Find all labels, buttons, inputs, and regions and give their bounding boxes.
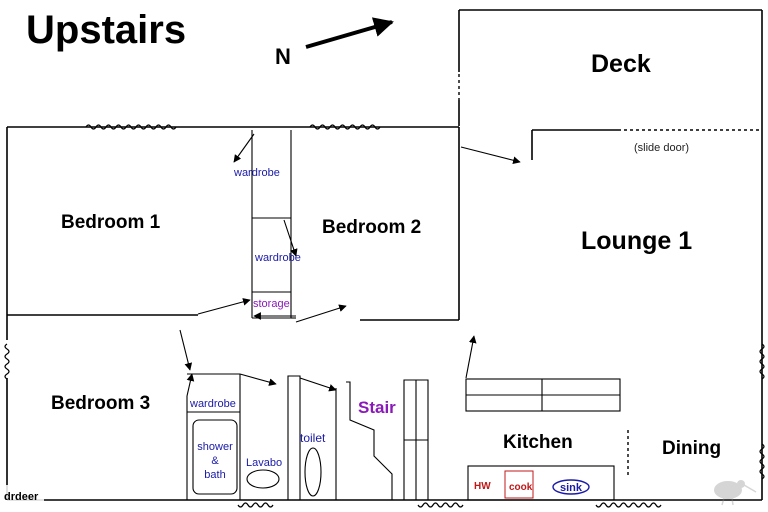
outer-walls bbox=[6, 126, 763, 501]
shower-label-line-2: & bbox=[211, 455, 219, 467]
wardrobe-label-1: wardrobe bbox=[233, 167, 280, 179]
arrow-icon bbox=[179, 329, 193, 371]
sink-icon bbox=[552, 479, 590, 495]
stair-label: Stair bbox=[358, 398, 396, 417]
lavabo-icon bbox=[246, 469, 280, 489]
windows bbox=[4, 124, 765, 508]
lavabo-label: Lavabo bbox=[246, 457, 282, 469]
room-label-dining: Dining bbox=[662, 438, 721, 459]
shower-label-line-1: shower bbox=[197, 441, 233, 453]
arrow-icon bbox=[186, 373, 195, 397]
kiwi-logo-icon bbox=[714, 480, 757, 506]
arrow-icon bbox=[197, 298, 251, 315]
storage-label: storage bbox=[253, 298, 290, 310]
toilet-label: toilet bbox=[300, 431, 326, 445]
toilet-icon bbox=[304, 447, 322, 497]
room-label-bedroom-3: Bedroom 3 bbox=[51, 393, 150, 414]
arrow-icon bbox=[299, 377, 337, 392]
north-arrow-icon bbox=[305, 17, 394, 49]
wardrobe-label-3: wardrobe bbox=[189, 398, 236, 410]
slide-door-label: (slide door) bbox=[634, 142, 689, 154]
bathtub-icon bbox=[192, 419, 238, 495]
cook-label: cook bbox=[509, 482, 533, 493]
room-label-bedroom-2: Bedroom 2 bbox=[322, 217, 421, 238]
kitchen-bench-bottom bbox=[467, 465, 615, 501]
shower-label-line-3: bath bbox=[204, 469, 225, 481]
sink-label: sink bbox=[560, 482, 583, 494]
room-label-lounge-1: Lounge 1 bbox=[581, 227, 692, 255]
door-arrows bbox=[179, 133, 521, 397]
deck-outline bbox=[458, 9, 763, 130]
arrow-icon bbox=[460, 146, 521, 165]
watermark-text: drdeer bbox=[4, 491, 39, 503]
cooktop-icon bbox=[504, 470, 534, 499]
arrow-icon bbox=[283, 219, 298, 257]
plan-title: Upstairs bbox=[26, 8, 186, 52]
interior-walls bbox=[7, 127, 460, 321]
watermark-background bbox=[0, 485, 44, 512]
room-label-deck: Deck bbox=[591, 50, 651, 78]
hw-label: HW bbox=[474, 481, 491, 492]
arrow-icon bbox=[233, 133, 255, 163]
room-label-kitchen: Kitchen bbox=[503, 432, 573, 453]
arrow-icon bbox=[295, 304, 347, 323]
wardrobe-label-2: wardrobe bbox=[254, 252, 301, 264]
arrow-icon bbox=[239, 373, 277, 386]
room-label-bedroom-1: Bedroom 1 bbox=[61, 212, 161, 233]
bathroom-structures bbox=[186, 373, 429, 500]
arrow-icon bbox=[465, 335, 477, 379]
north-label: N bbox=[275, 44, 291, 69]
kitchen-counters bbox=[465, 378, 629, 501]
